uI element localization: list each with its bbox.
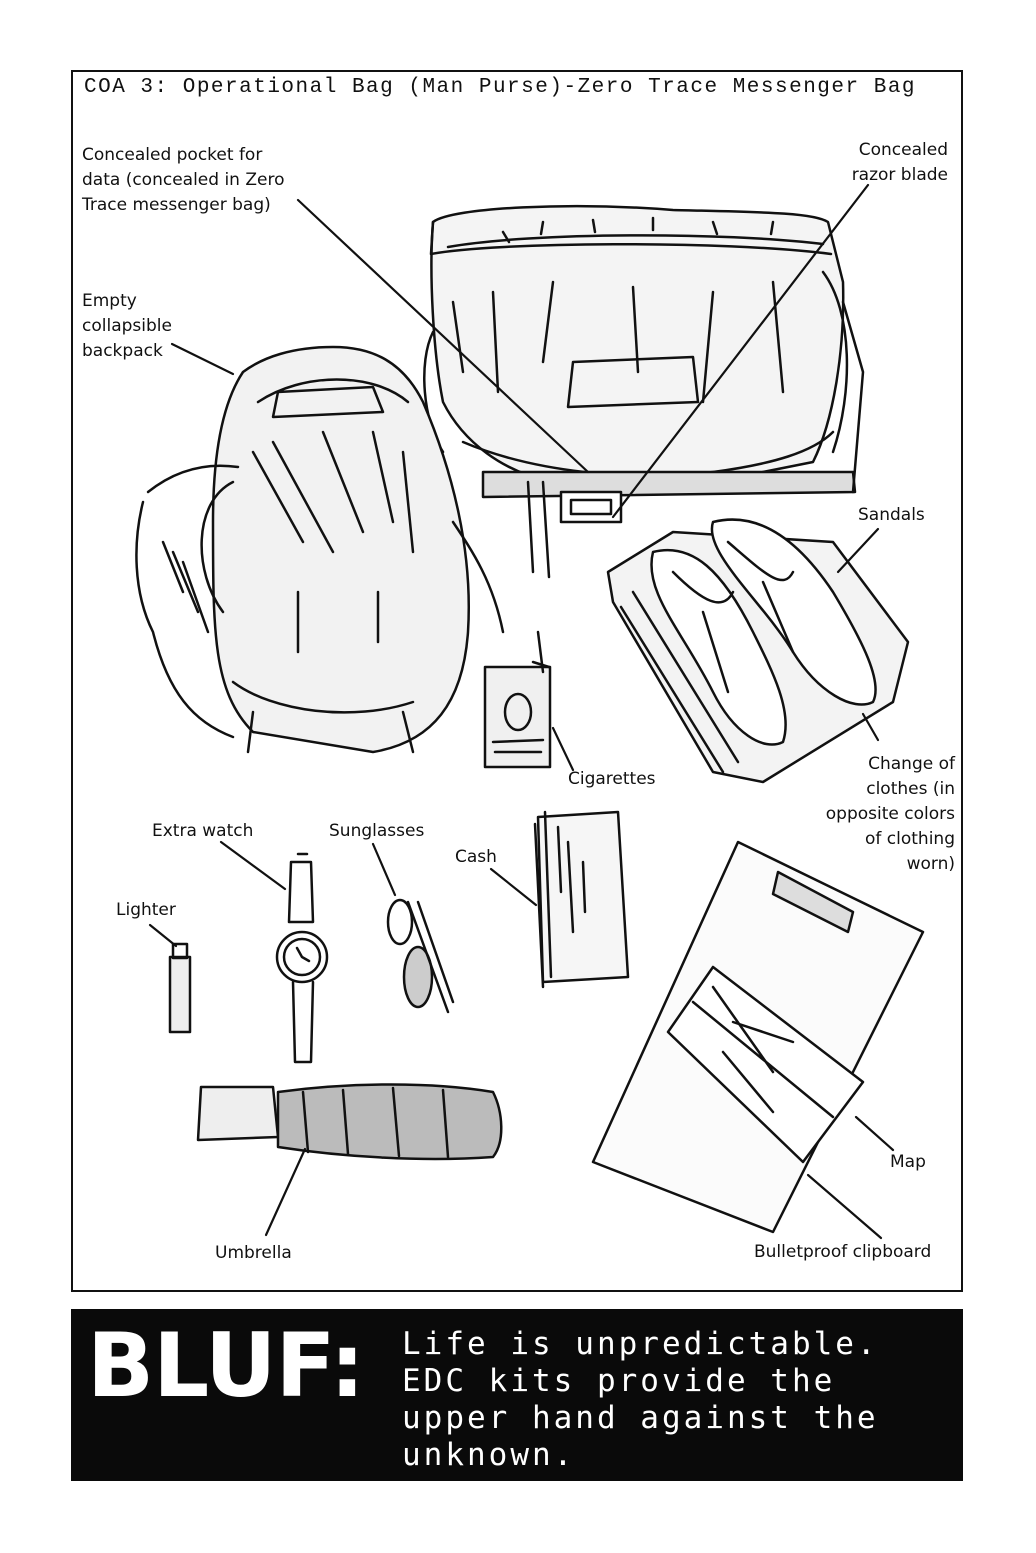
- bluf-line: EDC kits provide the: [402, 1363, 836, 1399]
- label-lighter: Lighter: [116, 900, 176, 920]
- bluf-line: upper hand against the: [402, 1400, 879, 1436]
- lighter-drawing: [168, 942, 192, 1034]
- panel-title: COA 3: Operational Bag (Man Purse)-Zero …: [84, 76, 917, 99]
- clipboard-drawing: [591, 840, 925, 1234]
- label-sandals: Sandals: [858, 505, 925, 525]
- bluf-message: Life is unpredictable. EDC kits provide …: [402, 1326, 947, 1474]
- label-change-of-clothes: Change of clothes (in opposite colors of…: [825, 754, 955, 874]
- umbrella-drawing: [196, 1083, 503, 1161]
- cash-drawing: [533, 810, 630, 989]
- bluf-heading: BLUF:: [87, 1314, 365, 1417]
- sandals-and-clothes-drawing: [606, 518, 910, 784]
- watch-drawing: [275, 852, 329, 1064]
- label-cigarettes: Cigarettes: [568, 769, 656, 789]
- label-cash: Cash: [455, 847, 497, 867]
- bluf-line: unknown.: [402, 1437, 576, 1473]
- label-concealed-pocket: Concealed pocket for data (concealed in …: [82, 145, 285, 215]
- sunglasses-drawing: [386, 898, 455, 1014]
- label-bulletproof-clipboard: Bulletproof clipboard: [754, 1242, 932, 1262]
- leader-lines: [148, 183, 895, 1240]
- bluf-line: Life is unpredictable.: [402, 1326, 879, 1362]
- label-razor-blade: Concealed razor blade: [851, 140, 948, 185]
- messenger-bag-drawing: [423, 204, 865, 579]
- bluf-banner: [71, 1309, 963, 1481]
- label-backpack: Empty collapsible backpack: [82, 291, 172, 361]
- cigarettes-drawing: [483, 630, 552, 769]
- label-extra-watch: Extra watch: [152, 821, 254, 841]
- edc-kit-illustration: [135, 183, 925, 1240]
- label-map: Map: [890, 1152, 926, 1172]
- label-sunglasses: Sunglasses: [329, 821, 425, 841]
- backpack-drawing: [135, 345, 505, 754]
- label-umbrella: Umbrella: [215, 1243, 292, 1263]
